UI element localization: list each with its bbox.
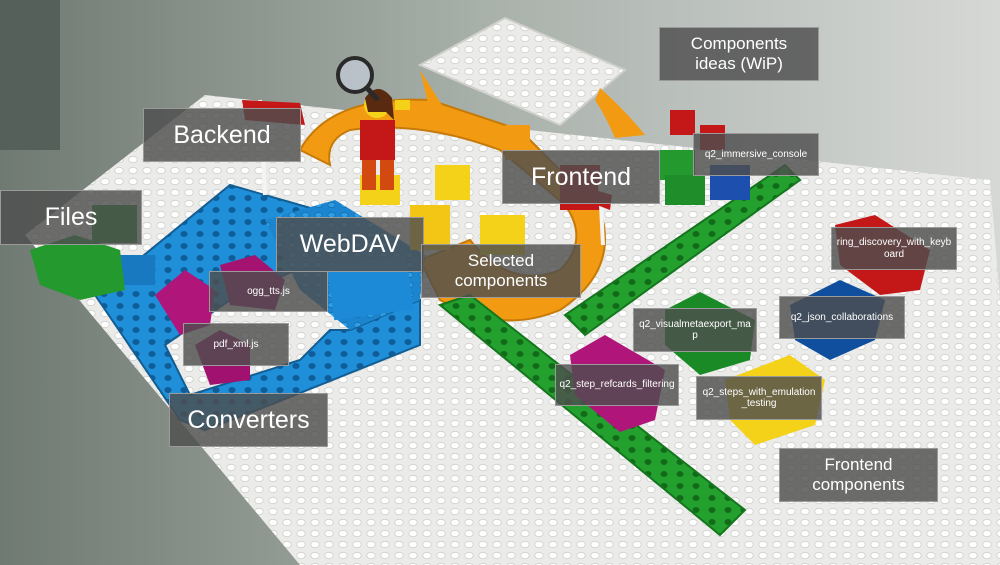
label-q2-steps-emulation: q2_steps_with_emulation _testing [696,376,822,420]
green-beam-upper [563,163,802,337]
magnifier-icon [336,56,380,102]
label-frontend-components: Frontend components [779,448,938,502]
label-webdav: WebDAV [276,217,424,272]
label-frontend: Frontend [502,150,660,204]
label-components-ideas: Components ideas (WiP) [659,27,819,81]
minifigure-icon [360,89,410,190]
frontend-roof [417,16,627,127]
label-files: Files [0,190,142,245]
label-q2-visualmetaexport: q2_visualmetaexport_ma p [633,308,757,352]
label-ring-discovery: ring_discovery_with_keyb oard [831,227,957,270]
green-beam-long [437,293,747,537]
label-pdf-xml: pdf_xml.js [183,323,289,366]
magenta-brick-1 [155,270,215,335]
green-bricks-left [30,235,125,300]
label-converters: Converters [169,393,328,447]
label-backend: Backend [143,108,301,162]
label-ogg-tts: ogg_tts.js [209,271,328,312]
label-q2-step-refcards: q2_step_refcards_filtering [555,364,679,406]
label-q2-json-collaborations: q2_json_collaborations [779,296,905,339]
label-selected-components: Selected components [421,244,581,298]
label-q2-immersive-console: q2_immersive_console [693,133,819,176]
